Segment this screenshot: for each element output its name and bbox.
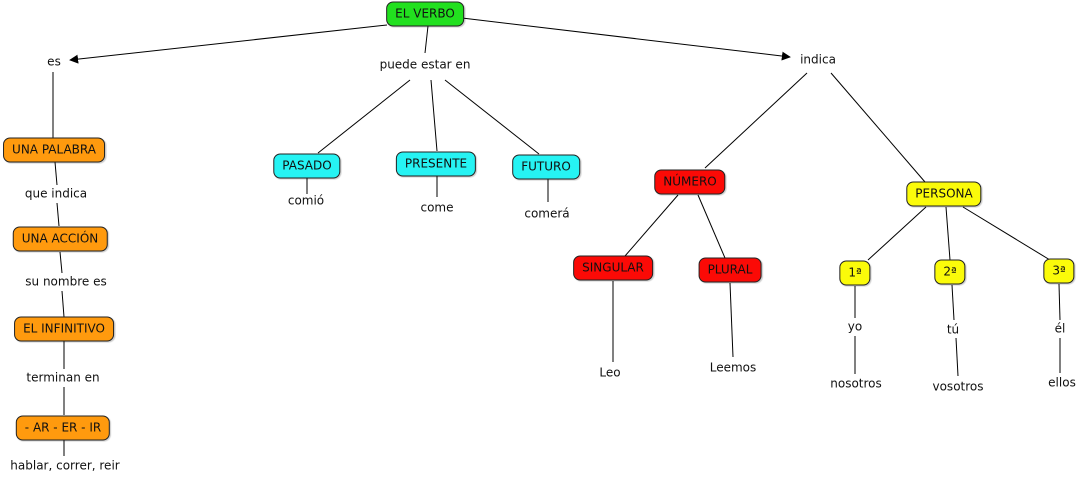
link-label-terminan-en: terminan en	[26, 370, 100, 385]
link-label-es: es	[47, 54, 61, 69]
node-segunda-persona[interactable]: 2ª	[934, 259, 966, 285]
label-tu: tú	[946, 322, 960, 337]
node-terminaciones[interactable]: - AR - ER - IR	[15, 415, 111, 441]
label-ellos: ellos	[1048, 375, 1076, 390]
label-come: come	[420, 200, 454, 215]
node-pasado[interactable]: PASADO	[273, 153, 341, 179]
node-singular[interactable]: SINGULAR	[573, 255, 653, 281]
label-vosotros: vosotros	[932, 379, 984, 394]
node-el-verbo[interactable]: EL VERBO	[386, 1, 464, 27]
node-primera-persona[interactable]: 1ª	[839, 260, 871, 286]
node-tercera-persona[interactable]: 3ª	[1043, 258, 1075, 284]
node-futuro[interactable]: FUTURO	[512, 154, 580, 180]
node-una-accion[interactable]: UNA ACCIÓN	[12, 226, 108, 252]
node-una-palabra[interactable]: UNA PALABRA	[3, 137, 105, 163]
link-label-indica: indica	[800, 52, 836, 67]
node-numero[interactable]: NÚMERO	[654, 169, 726, 195]
label-el: él	[1054, 321, 1066, 336]
label-leemos: Leemos	[709, 360, 757, 375]
node-el-infinitivo[interactable]: EL INFINITIVO	[14, 316, 114, 342]
node-plural[interactable]: PLURAL	[698, 257, 762, 283]
node-persona[interactable]: PERSONA	[906, 181, 982, 207]
node-presente[interactable]: PRESENTE	[395, 151, 477, 177]
link-label-su-nombre-es: su nombre es	[25, 274, 107, 289]
label-nosotros: nosotros	[830, 376, 882, 391]
label-comera: comerá	[524, 206, 570, 221]
label-ejemplos-infinitivo: hablar, correr, reir	[10, 458, 120, 473]
link-label-que-indica: que indica	[24, 186, 88, 201]
link-label-puede-estar-en: puede estar en	[379, 57, 471, 72]
label-comio: comió	[287, 193, 325, 208]
label-yo: yo	[847, 319, 863, 334]
label-leo: Leo	[599, 365, 621, 380]
